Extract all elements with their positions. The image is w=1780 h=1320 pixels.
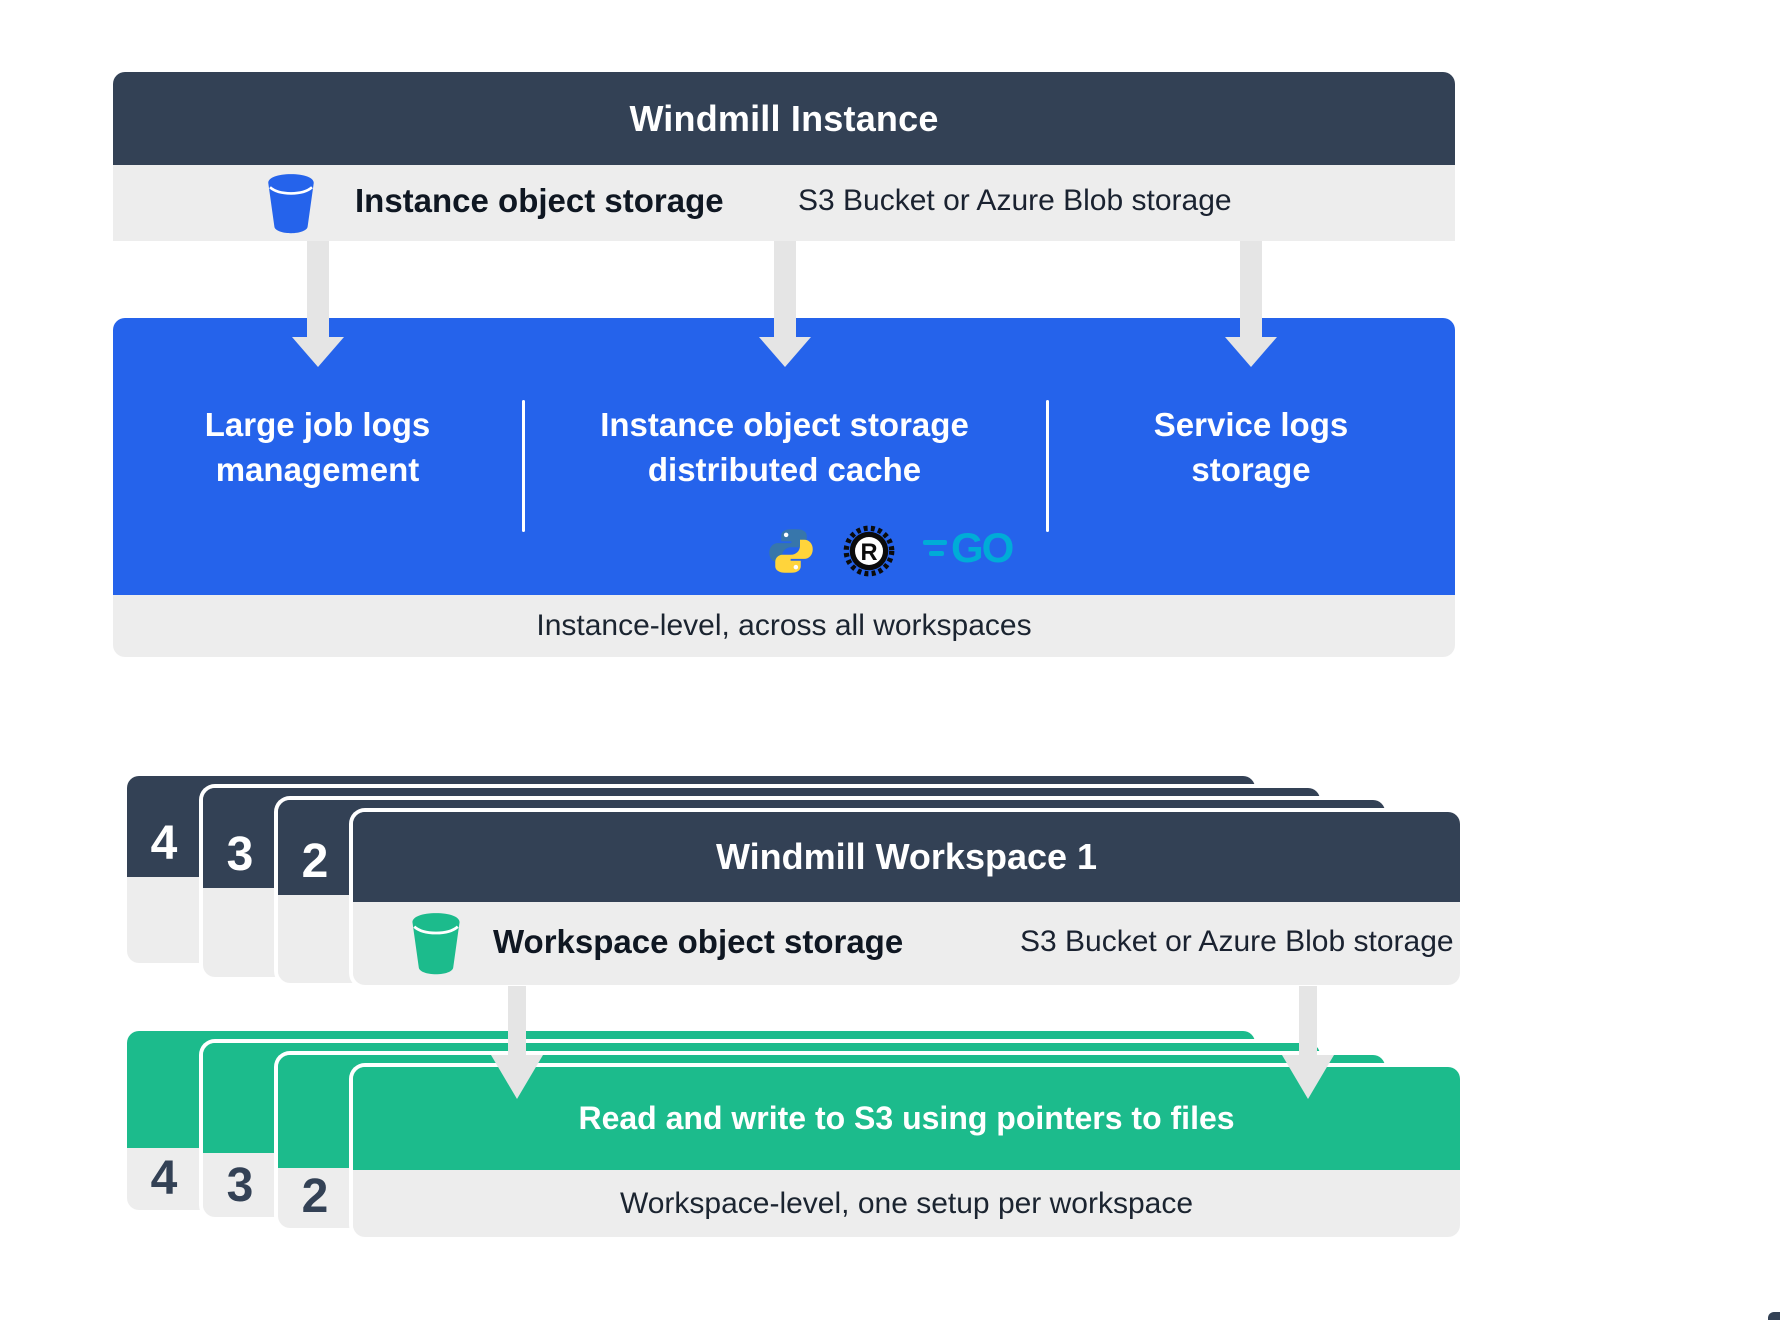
workspace-scope-note: Workspace-level, one setup per workspace bbox=[619, 1186, 1194, 1220]
instance-title: Windmill Instance bbox=[629, 97, 939, 139]
workspace-scope-bar: Workspace-level, one setup per workspace bbox=[353, 1170, 1460, 1237]
flow-arrow-distributed-cache-head bbox=[759, 337, 811, 367]
workspace-storage-provider: S3 Bucket or Azure Blob storage bbox=[1020, 925, 1454, 958]
workspace-flow-arrow-right-head bbox=[1282, 1055, 1334, 1099]
instance-header: Windmill Instance bbox=[113, 72, 1455, 165]
flow-arrow-service-logs-head bbox=[1225, 337, 1277, 367]
workspace-main-card: Windmill Workspace 1 Workspace object st… bbox=[353, 812, 1460, 985]
instance-scope-bar: Instance-level, across all workspaces bbox=[113, 595, 1455, 657]
s3-action-label: Read and write to S3 using pointers to f… bbox=[578, 1100, 1235, 1136]
workspace-card-number: 4 bbox=[150, 817, 178, 870]
workspace-flow-arrow-right bbox=[1299, 986, 1317, 1059]
workspace-card-number: 2 bbox=[301, 1170, 329, 1223]
flow-arrow-distributed-cache bbox=[774, 241, 796, 337]
workspace-card-number: 3 bbox=[226, 1159, 254, 1212]
feature-distributed-cache: Instance object storage distributed cach… bbox=[600, 406, 969, 488]
s3-readwrite-main-card: Read and write to S3 using pointers to f… bbox=[353, 1067, 1460, 1237]
flow-arrow-large-job-logs bbox=[307, 241, 329, 337]
bucket-icon bbox=[412, 913, 460, 975]
instance-scope-note: Instance-level, across all workspaces bbox=[536, 609, 1032, 642]
workspace-title: Windmill Workspace 1 bbox=[715, 836, 1098, 877]
workspace-card-number: 3 bbox=[226, 828, 254, 881]
feature-divider bbox=[1046, 400, 1049, 532]
workspace-flow-arrow-left bbox=[508, 986, 526, 1059]
flow-arrow-large-job-logs-head bbox=[292, 337, 344, 367]
instance-storage-bar: Instance object storage S3 Bucket or Azu… bbox=[113, 165, 1455, 241]
language-icons-row: R GO bbox=[767, 522, 1014, 580]
workspace-storage-label: Workspace object storage bbox=[493, 923, 904, 960]
feature-service-logs: Service logs storage bbox=[1153, 406, 1349, 488]
go-speed-line bbox=[929, 551, 944, 556]
go-speed-line bbox=[923, 540, 947, 545]
flow-arrow-service-logs bbox=[1240, 241, 1262, 337]
bucket-icon bbox=[268, 174, 314, 234]
go-icon: GO bbox=[923, 523, 1014, 579]
instance-storage-provider: S3 Bucket or Azure Blob storage bbox=[798, 184, 1232, 217]
cropped-card-fragment bbox=[1768, 1312, 1780, 1320]
workspace-storage-bar: Workspace object storage S3 Bucket or Az… bbox=[353, 902, 1460, 985]
workspace-flow-arrow-left-head bbox=[491, 1055, 543, 1099]
python-icon bbox=[769, 529, 813, 573]
feature-divider bbox=[522, 400, 525, 532]
workspace-card-number: 2 bbox=[301, 835, 329, 888]
workspace-header: Windmill Workspace 1 bbox=[353, 812, 1460, 902]
feature-large-job-logs: Large job logs management bbox=[204, 406, 431, 488]
instance-storage-label: Instance object storage bbox=[355, 182, 724, 219]
svg-text:R: R bbox=[860, 540, 877, 566]
rust-icon: R bbox=[843, 525, 895, 577]
workspace-card-number: 4 bbox=[150, 1152, 178, 1205]
